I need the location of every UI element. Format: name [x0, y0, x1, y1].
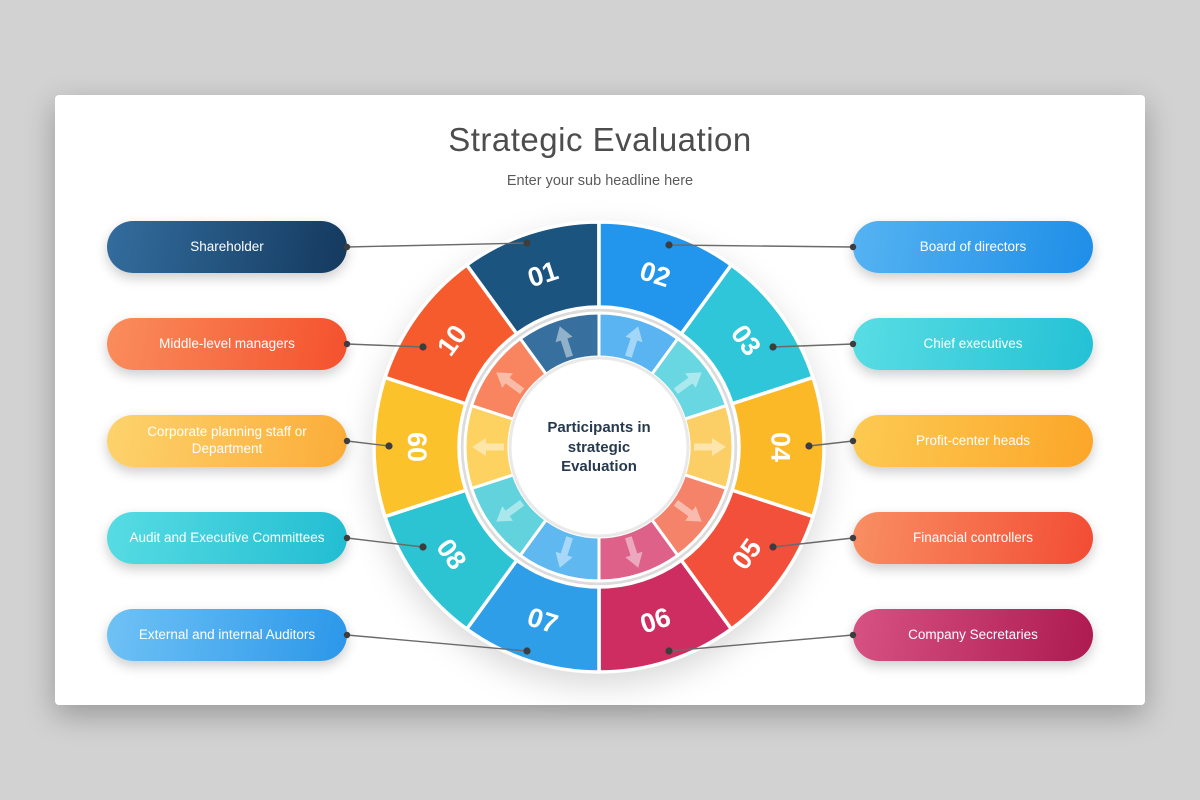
- outward-arrow-icon: [625, 536, 643, 568]
- outward-arrow-icon: [555, 326, 573, 358]
- right-pill-financial-controllers: Financial controllers: [853, 512, 1093, 564]
- slide: Strategic Evaluation Enter your sub head…: [55, 95, 1145, 705]
- outward-arrow-icon: [496, 500, 525, 522]
- wheel-segment-10: [383, 263, 519, 406]
- left-pill-shareholder: Shareholder: [107, 221, 347, 273]
- left-pill-middle-level-managers: Middle-level managers: [107, 318, 347, 370]
- outward-arrow-icon: [555, 536, 573, 568]
- right-pill-chief-executives: Chief executives: [853, 318, 1093, 370]
- wheel-segment-number: 09: [402, 432, 432, 462]
- wheel-center-circle: [508, 356, 690, 538]
- outward-arrow-icon: [694, 438, 726, 456]
- right-pill-board-of-directors: Board of directors: [853, 221, 1093, 273]
- outward-arrow-icon: [496, 372, 525, 394]
- outward-arrow-icon: [625, 326, 643, 358]
- slide-subtitle: Enter your sub headline here: [506, 173, 694, 189]
- wheel-segment-number: 04: [766, 432, 796, 462]
- outward-arrow-icon: [673, 372, 702, 394]
- outward-arrow-icon: [673, 500, 702, 522]
- slide-title: Strategic Evaluation: [448, 121, 752, 158]
- wheel-center-label: Participants in strategic Evaluation: [547, 418, 651, 475]
- left-pill-corporate-planning: Corporate planning staff or Department: [107, 415, 347, 467]
- right-pill-profit-center-heads: Profit-center heads: [853, 415, 1093, 467]
- left-pill-audit-committees: Audit and Executive Committees: [107, 512, 347, 564]
- outward-arrow-icon: [472, 438, 504, 456]
- right-pill-company-secretaries: Company Secretaries: [853, 609, 1093, 661]
- left-pill-auditors: External and internal Auditors: [107, 609, 347, 661]
